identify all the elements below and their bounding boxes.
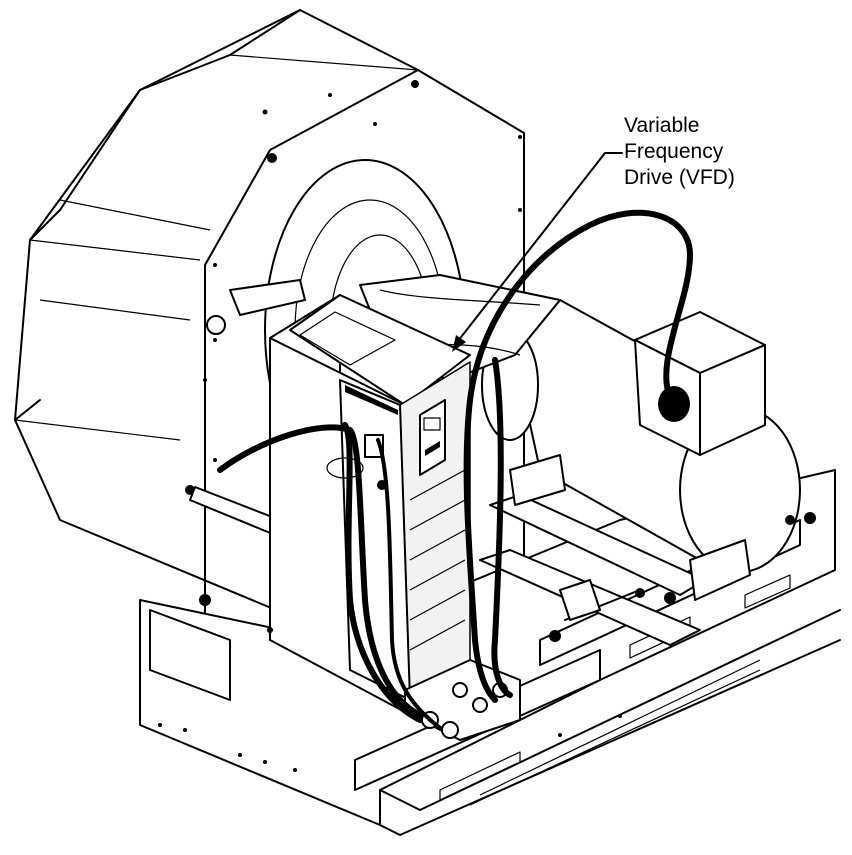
callout-leader-line [457,152,623,342]
junction-box-icon [634,311,766,456]
vfd-callout-label: Variable Frequency Drive (VFD) [624,113,794,191]
cable-icon [217,209,693,730]
callout-arrowhead-icon [452,335,466,352]
callout-line-2: Frequency [624,140,724,163]
vfd-unit-icon [267,294,521,741]
callout-line-1: Variable [624,114,700,137]
callout-line-3: Drive (VFD) [624,166,735,189]
